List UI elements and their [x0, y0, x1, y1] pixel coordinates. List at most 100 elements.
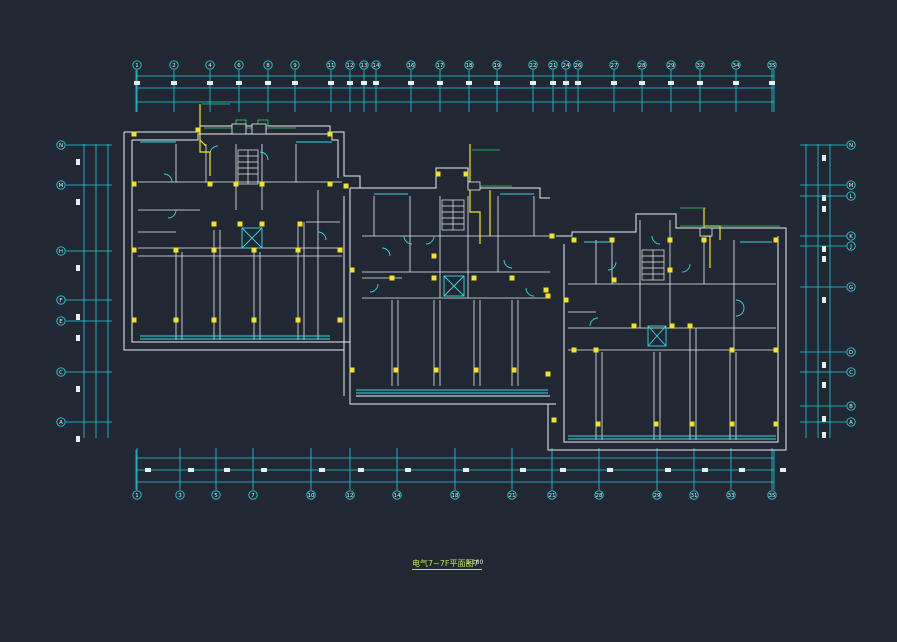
axis-marker-right-10: A [846, 417, 856, 427]
axis-label: 1 [135, 63, 139, 69]
axis-bubble [56, 180, 66, 190]
dimension-tick [76, 199, 80, 205]
dimension-tick [405, 468, 411, 472]
column-63 [611, 277, 617, 283]
axis-marker-top-18: 26 [573, 60, 583, 70]
axis-label: A [59, 420, 63, 426]
axis-bubble [573, 60, 583, 70]
axis-bubble [345, 490, 355, 500]
dimension-tick [76, 386, 80, 392]
column-40 [549, 233, 555, 239]
axis-marker-top-14: 19 [492, 60, 502, 70]
axis-label: 10 [308, 493, 315, 499]
axis-label: 17 [437, 63, 444, 69]
axis-label: 9 [293, 63, 297, 69]
column-59 [729, 421, 735, 427]
axis-label: 18 [452, 493, 459, 499]
axis-label: 29 [654, 493, 661, 499]
column-21 [337, 317, 343, 323]
axis-marker-top-3: 4 [205, 60, 215, 70]
dimension-tick [361, 81, 367, 85]
title-underline [412, 569, 482, 570]
axis-label: 31 [691, 493, 698, 499]
axis-bubble [290, 60, 300, 70]
dimension-tick [702, 468, 708, 472]
axis-bubble [507, 490, 517, 500]
axis-marker-bottom-12: 29 [652, 490, 662, 500]
axis-marker-top-9: 13 [359, 60, 369, 70]
axis-marker-top-4: 6 [234, 60, 244, 70]
axis-bubble [306, 490, 316, 500]
column-39 [545, 371, 551, 377]
axis-label: N [59, 143, 63, 149]
axis-marker-left-1: N [56, 140, 66, 150]
axis-marker-left-7: A [56, 417, 66, 427]
column-57 [653, 421, 659, 427]
axis-marker-bottom-4: 7 [248, 490, 258, 500]
column-51 [631, 323, 637, 329]
axis-bubble [211, 490, 221, 500]
dimension-tick [530, 81, 536, 85]
axis-bubble [326, 60, 336, 70]
axis-marker-right-2: M [846, 180, 856, 190]
axis-marker-top-15: 22 [528, 60, 538, 70]
dimension-tick [822, 416, 826, 422]
axis-marker-top-7: 11 [326, 60, 336, 70]
axis-label: C [59, 370, 63, 376]
dimension-tick [665, 468, 671, 472]
dimension-tick [224, 468, 230, 472]
axis-label: 19 [494, 63, 501, 69]
column-22 [211, 221, 217, 227]
column-25 [297, 221, 303, 227]
structural-columns [131, 127, 779, 427]
dimension-tick [822, 195, 826, 201]
axis-marker-right-8: C [846, 367, 856, 377]
axis-bubble [205, 60, 215, 70]
column-47 [701, 237, 707, 243]
axis-bubble [263, 60, 273, 70]
axis-marker-top-11: 16 [406, 60, 416, 70]
axis-marker-top-10: 14 [371, 60, 381, 70]
axis-marker-top-22: 32 [695, 60, 705, 70]
axis-bubble [846, 231, 856, 241]
axis-label: 34 [733, 63, 740, 69]
axis-marker-bottom-8: 18 [450, 490, 460, 500]
dimension-tick [822, 246, 826, 252]
axis-marker-right-1: N [846, 140, 856, 150]
axis-label: 28 [639, 63, 646, 69]
left-dimension-chain [83, 144, 109, 438]
column-45 [609, 237, 615, 243]
axis-bubble [846, 180, 856, 190]
column-43 [543, 287, 549, 293]
axis-label: D [849, 350, 853, 356]
axis-bubble [56, 367, 66, 377]
axis-label: 12 [347, 63, 354, 69]
axis-bubble [56, 316, 66, 326]
axis-marker-top-23: 34 [731, 60, 741, 70]
column-64 [667, 267, 673, 273]
axis-bubble [652, 490, 662, 500]
column-19 [251, 317, 257, 323]
axis-label: C [849, 370, 853, 376]
axis-label: M [849, 183, 854, 189]
axis-marker-top-1: 1 [132, 60, 142, 70]
dimension-tick [822, 297, 826, 303]
top-dimension-chain [135, 70, 775, 112]
axis-label: 33 [728, 493, 735, 499]
dimension-tick [188, 468, 194, 472]
axis-marker-bottom-14: 33 [726, 490, 736, 500]
dimension-tick [563, 81, 569, 85]
axis-marker-top-20: 28 [637, 60, 647, 70]
axis-bubble [767, 490, 777, 500]
axis-label: J [849, 244, 852, 250]
dimension-tick [560, 468, 566, 472]
axis-label: 4 [208, 63, 212, 69]
column-23 [237, 221, 243, 227]
axis-bubble [846, 140, 856, 150]
axis-label: 21 [549, 493, 556, 499]
axis-label: 22 [530, 63, 537, 69]
axis-bubble [56, 417, 66, 427]
